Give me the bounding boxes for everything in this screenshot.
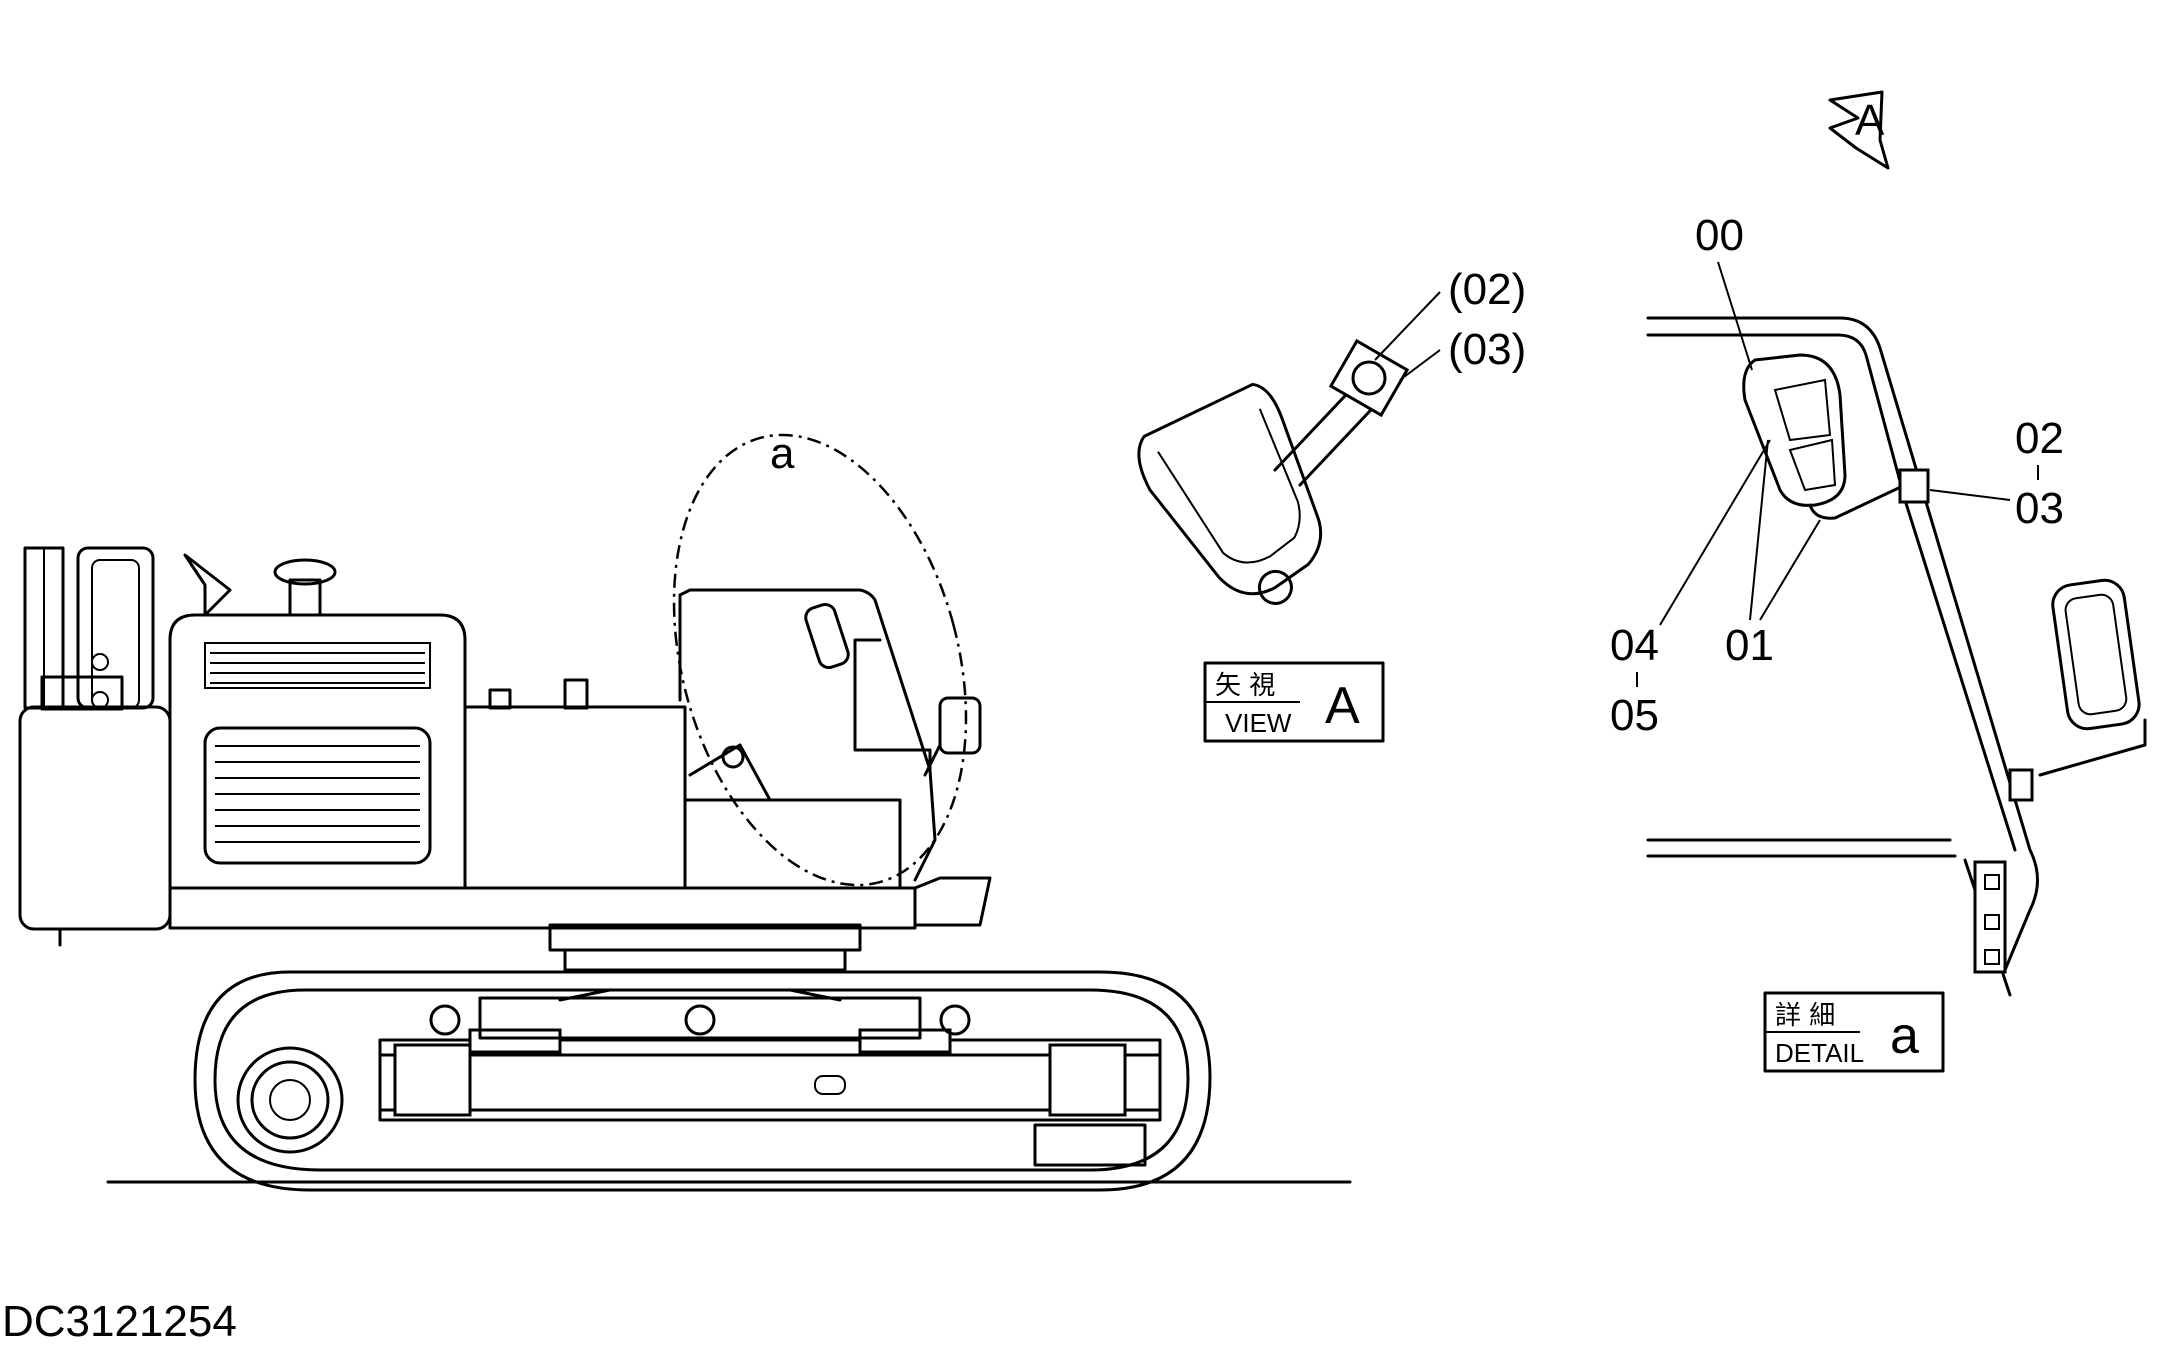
circle-label: a: [770, 429, 795, 478]
view-label-jp: 矢 視: [1215, 671, 1275, 701]
detail-callout-02: 02: [2015, 414, 2064, 463]
excavator-side-view: [18, 546, 1352, 1192]
detail-label-letter: a: [1890, 1007, 1919, 1065]
detail-callout-04: 04: [1610, 621, 1659, 670]
detail-callout-00: 00: [1695, 211, 1744, 260]
view-label-letter: A: [1325, 677, 1360, 735]
view-label-box: 矢 視 VIEW A: [1203, 661, 1385, 743]
detail-label-box: 詳 細 DETAIL a: [1763, 991, 1945, 1073]
view-callout-03: (03): [1448, 325, 1526, 374]
detail-callout-03: 03: [2015, 484, 2064, 533]
hood-grill: [210, 652, 425, 684]
detail-callout-05: 05: [1610, 691, 1659, 740]
detail-label-jp: 詳 細: [1775, 1001, 1835, 1031]
view-label-en: VIEW: [1225, 708, 1292, 738]
view-callout-02: (02): [1448, 265, 1526, 314]
view-arrow-label: A: [1855, 96, 1885, 145]
detail-callout-01: 01: [1725, 621, 1774, 670]
detail-a-figure: A 00 01 02 0: [1610, 90, 2147, 997]
drawing-id: DC3121254: [2, 1297, 237, 1345]
view-arrow-a: A: [1828, 90, 1890, 170]
detail-circle-a: a: [672, 429, 968, 887]
detail-label-en: DETAIL: [1775, 1038, 1864, 1068]
view-a-figure: (02) (03): [1137, 265, 1526, 605]
side-louver: [215, 745, 420, 843]
